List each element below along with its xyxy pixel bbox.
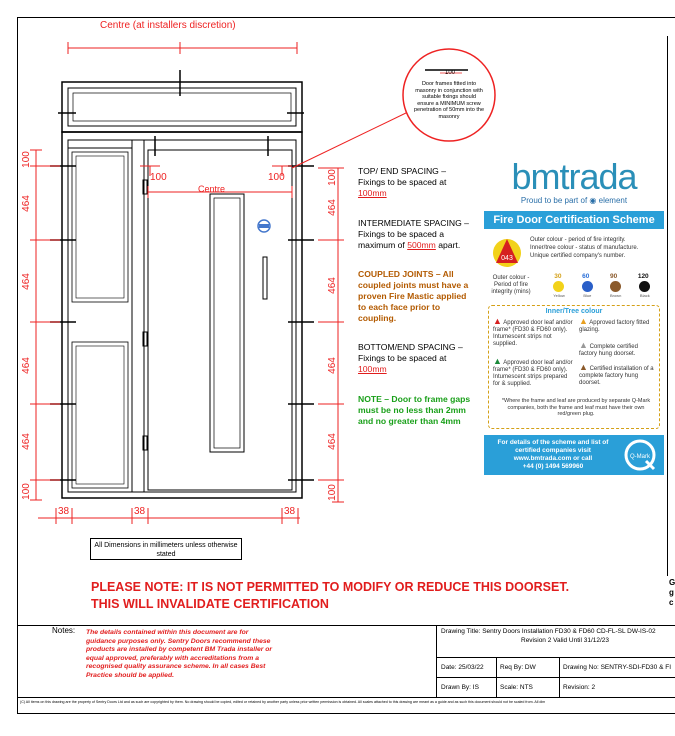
contact-box: For details of the scheme and list of ce… [484, 435, 664, 475]
top-spacing-note: TOP/ END SPACING – Fixings to be spaced … [358, 166, 447, 198]
badge-icon: 043 [493, 239, 521, 267]
gap-note: NOTE – Door to frame gaps must be no les… [358, 394, 471, 426]
top-dimension-label: Centre (at installers discretion) [100, 20, 236, 31]
footer-copyright: (C) All items on this drawing are the pr… [20, 700, 546, 704]
coupled-joints-note: COUPLED JOINTS – All coupled joints must… [358, 269, 469, 323]
footer-divider [17, 697, 675, 698]
dimensions-box: All Dimensions in millimeters unless oth… [90, 538, 242, 560]
bmtrada-tagline: Proud to be part of ◉ element [520, 196, 628, 205]
period-120: 120 [637, 273, 649, 280]
contact-website[interactable]: www.bmtrada.com or call [513, 455, 593, 462]
period-colour-black: Black [639, 293, 650, 298]
bottom-spacing-note: BOTTOM/END SPACING – Fixings to be space… [358, 342, 463, 374]
legend-brown: ▲ Certified installation of a complete f… [579, 362, 654, 387]
drawing-title-label: Drawing Title: [441, 628, 481, 635]
inner-tree-box: Inner/Tree colour ▲ Approved door leaf a… [488, 305, 660, 429]
revision: Revision: 2 [563, 684, 596, 691]
period-colour-brown: Brown [609, 293, 622, 298]
svg-text:Q-Mark: Q-Mark [630, 454, 651, 460]
period-60: 60 [582, 273, 590, 280]
dim-left-464-2: 464 [20, 273, 32, 290]
dim-h-100-left: 100 [150, 172, 167, 183]
period-colour-yellow: Yellow [553, 293, 565, 298]
screw-note: Door frames fitted into masonry in conju… [413, 81, 484, 120]
drawing-no: Drawing No: SENTRY-SDI-FD30 & FI [563, 664, 672, 671]
period-120-icon [639, 281, 651, 292]
period-colour-blue: Blue [583, 293, 592, 298]
legend-footnote: *Where the frame and leaf are produced b… [501, 398, 651, 417]
dim-right-100-bottom: 100 [326, 484, 338, 501]
bmtrada-panel: bmtrada Proud to be part of ◉ element Fi… [484, 156, 664, 475]
warning-line-2: THIS WILL INVALIDATE CERTIFICATION [91, 597, 329, 611]
bmtrada-logo: bmtrada [511, 156, 637, 197]
date: Date: 25/03/22 [441, 664, 484, 671]
contact-phone: +44 (0) 1494 569960 [522, 463, 584, 470]
dim-left-464-1: 464 [20, 195, 32, 212]
title-block: Drawing Title: Sentry Doors Installation… [436, 625, 675, 697]
screw-dim: 100 [445, 70, 456, 76]
notes-label: Notes: [52, 626, 76, 635]
dim-left-464-4: 464 [20, 433, 32, 450]
drawn-by: Drawn By: IS [441, 684, 479, 691]
period-30-icon [552, 281, 564, 292]
centre-label: Centre [198, 184, 226, 194]
contact-text: For details of the scheme and list of ce… [497, 439, 609, 454]
dim-h-100-right: 100 [268, 172, 285, 183]
period-60-icon [581, 281, 593, 292]
dim-left-464-3: 464 [20, 357, 32, 374]
dim-left-100-top: 100 [20, 151, 32, 168]
qmark-logo-icon: Q-Mark [624, 439, 656, 471]
scheme-title: Fire Door Certification Scheme [484, 211, 664, 229]
outer-label: Outer colour - Period of fire integrity … [491, 275, 531, 295]
dim-right-100-top: 100 [326, 169, 338, 186]
revision-line: Revision 2 Valid Until 31/12/23 [521, 637, 610, 644]
warning-line-1: PLEASE NOTE: IT IS NOT PERMITTED TO MODI… [91, 580, 570, 594]
dim-right-464-1: 464 [326, 199, 338, 216]
req-by: Req By: DW [500, 664, 536, 671]
unique-desc: Unique certified company's number. [530, 253, 626, 259]
period-90: 90 [609, 273, 618, 280]
dim-bottom-38-3: 38 [284, 506, 296, 517]
notes-text: The details contained within this docume… [86, 629, 273, 679]
dim-left-100-bottom: 100 [20, 483, 32, 500]
side-letters: G g c [669, 578, 675, 607]
bottom-divider [17, 625, 675, 626]
dim-right-464-2: 464 [326, 277, 338, 294]
legend-silver: ▲ Complete certified factory hung doorse… [579, 340, 638, 358]
legend-green: ▲ Approved door leaf and/or frame* (FD30… [493, 356, 573, 388]
outer-colour-desc: Outer colour - period of fire integrity. [530, 237, 626, 243]
door-drawing [30, 42, 496, 524]
period-30: 30 [554, 273, 562, 280]
drawing-title: Sentry Doors Installation FD30 & FD60 CD… [482, 628, 656, 635]
dim-right-464-3: 464 [326, 357, 338, 374]
page-border [17, 17, 675, 714]
svg-text:043: 043 [501, 255, 513, 262]
dim-bottom-38-2: 38 [134, 506, 146, 517]
scale: Scale: NTS [500, 684, 533, 691]
inner-heading: Inner/Tree colour [545, 308, 603, 315]
dim-right-464-4: 464 [326, 433, 338, 450]
legend-red: ▲ Approved door leaf and/or frame* (FD30… [493, 316, 573, 348]
inner-colour-desc: Inner/tree colour - status of manufactur… [530, 245, 639, 251]
legend-orange: ▲ Approved factory fitted glazing. [579, 316, 650, 334]
right-column-border [667, 36, 675, 576]
dim-bottom-38-1: 38 [58, 506, 70, 517]
period-90-icon [610, 281, 622, 292]
intermediate-spacing-note: INTERMEDIATE SPACING – Fixings to be spa… [358, 218, 469, 250]
